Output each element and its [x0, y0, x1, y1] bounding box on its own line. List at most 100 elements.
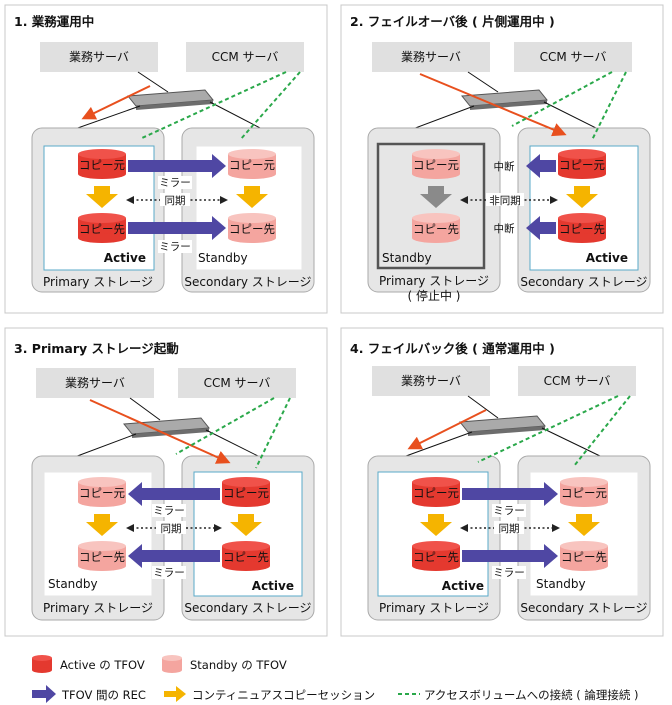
link-line — [467, 71, 499, 93]
business-server — [40, 42, 158, 72]
legend-rec-label: TFOV 間の REC — [61, 688, 146, 702]
active-tfov-cylinder — [78, 213, 126, 243]
sync-label: 同期 — [161, 523, 182, 535]
cylinder-label: コピー先 — [79, 550, 125, 564]
legend: Active の TFOV Standby の TFOV TFOV 間の REC… — [32, 655, 639, 703]
link-line — [71, 433, 137, 459]
rec-arrow — [128, 482, 220, 506]
rec-arrow — [128, 216, 226, 240]
rec-arrow — [462, 482, 558, 506]
standby-tfov-cylinder — [78, 477, 126, 507]
link-line — [129, 397, 161, 421]
standby-tfov-cylinder — [228, 213, 276, 243]
link-line — [205, 429, 263, 459]
rec-arrow — [526, 154, 556, 178]
rec-label: ミラー — [493, 567, 525, 579]
storage-label: Primary ストレージ — [379, 601, 489, 615]
storage-label: Secondary ストレージ — [184, 601, 311, 615]
network-switch — [461, 89, 548, 110]
business-server-label: 業務サーバ — [69, 50, 129, 64]
network-switch — [123, 417, 210, 438]
link-line — [467, 395, 499, 419]
panel-title: 1. 業務運用中 — [14, 14, 94, 29]
link-line — [137, 71, 169, 93]
storage-label: Primary ストレージ — [43, 601, 153, 615]
link-line — [209, 101, 265, 131]
rec-arrow — [526, 216, 556, 240]
cylinder-label: コピー元 — [413, 158, 459, 172]
network-switch — [127, 89, 214, 110]
role-label: Active — [104, 251, 146, 265]
active-tfov-cylinder — [78, 149, 126, 179]
ccm-access-line — [255, 397, 291, 469]
copy-arrow — [568, 514, 600, 536]
panel-1: 1. 業務運用中 業務サーバ CCM サーバ コピー元 — [4, 4, 328, 314]
legend-active-swatch — [32, 655, 52, 673]
copy-arrow-stopped — [420, 186, 452, 208]
role-label: Active — [252, 579, 294, 593]
ccm-access-line — [141, 71, 287, 139]
rec-label: 中断 — [494, 222, 515, 235]
ccm-server — [518, 366, 636, 396]
standby-tfov-cylinder — [560, 541, 608, 571]
copy-arrow — [420, 514, 452, 536]
copy-arrow — [566, 186, 598, 208]
business-server-label: 業務サーバ — [65, 376, 125, 390]
active-tfov-cylinder — [222, 541, 270, 571]
role-label: Standby — [48, 577, 98, 591]
panel-2: 2. フェイルオーバ後 ( 片側運用中 ) 業務サーバ CCM サーバ コピー元 — [340, 4, 664, 314]
legend-access-label: アクセスボリュームへの接続 ( 論理接続 ) — [424, 688, 639, 702]
active-tfov-cylinder — [412, 477, 460, 507]
sync-label: 非同期 — [489, 195, 521, 207]
link-line — [405, 431, 473, 457]
business-server — [372, 42, 490, 72]
cylinder-label: コピー元 — [223, 486, 269, 500]
panel-title: 4. フェイルバック後 ( 通常運用中 ) — [350, 341, 555, 356]
ccm-access-line — [511, 71, 613, 127]
cylinder-label: コピー元 — [79, 158, 125, 172]
rec-label: ミラー — [153, 505, 185, 517]
copy-arrow — [236, 186, 268, 208]
storage-label: Secondary ストレージ — [184, 275, 311, 289]
rec-arrow — [128, 544, 220, 568]
ccm-access-line — [591, 71, 627, 141]
cylinder-label: コピー先 — [413, 550, 459, 564]
link-line — [409, 105, 475, 131]
cylinder-label: コピー先 — [413, 222, 459, 236]
cylinder-label: コピー元 — [79, 486, 125, 500]
business-server — [36, 368, 154, 398]
cylinder-label: コピー先 — [559, 222, 605, 236]
copy-arrow — [230, 514, 262, 536]
copy-arrow — [86, 186, 118, 208]
ccm-access-line — [239, 71, 301, 141]
legend-active-label: Active の TFOV — [60, 658, 145, 672]
storage-label: Primary ストレージ — [379, 274, 489, 288]
storage-label: Primary ストレージ — [43, 275, 153, 289]
cylinder-label: コピー元 — [559, 158, 605, 172]
standby-tfov-cylinder — [228, 149, 276, 179]
active-tfov-cylinder — [222, 477, 270, 507]
panel-title: 2. フェイルオーバ後 ( 片側運用中 ) — [350, 14, 555, 29]
link-line — [71, 105, 141, 131]
legend-copy-label: コンティニュアスコピーセッション — [192, 688, 375, 702]
ccm-server — [178, 368, 296, 398]
ccm-server-label: CCM サーバ — [540, 50, 607, 64]
ccm-server-label: CCM サーバ — [212, 50, 279, 64]
business-server — [372, 366, 490, 396]
standby-tfov-cylinder — [560, 477, 608, 507]
sync-label: 同期 — [499, 523, 520, 535]
ccm-server — [514, 42, 632, 72]
business-access-line — [419, 73, 567, 137]
rec-label: ミラー — [159, 241, 191, 253]
business-server-label: 業務サーバ — [401, 374, 461, 388]
rec-arrow — [128, 154, 226, 178]
legend-rec-arrow — [32, 685, 56, 703]
storage-status: ( 停止中 ) — [408, 288, 461, 303]
legend-standby-label: Standby の TFOV — [190, 658, 287, 672]
role-label: Standby — [198, 251, 248, 265]
business-server-label: 業務サーバ — [401, 50, 461, 64]
copy-arrow — [86, 514, 118, 536]
cylinder-label: コピー元 — [413, 486, 459, 500]
rec-label: ミラー — [493, 505, 525, 517]
